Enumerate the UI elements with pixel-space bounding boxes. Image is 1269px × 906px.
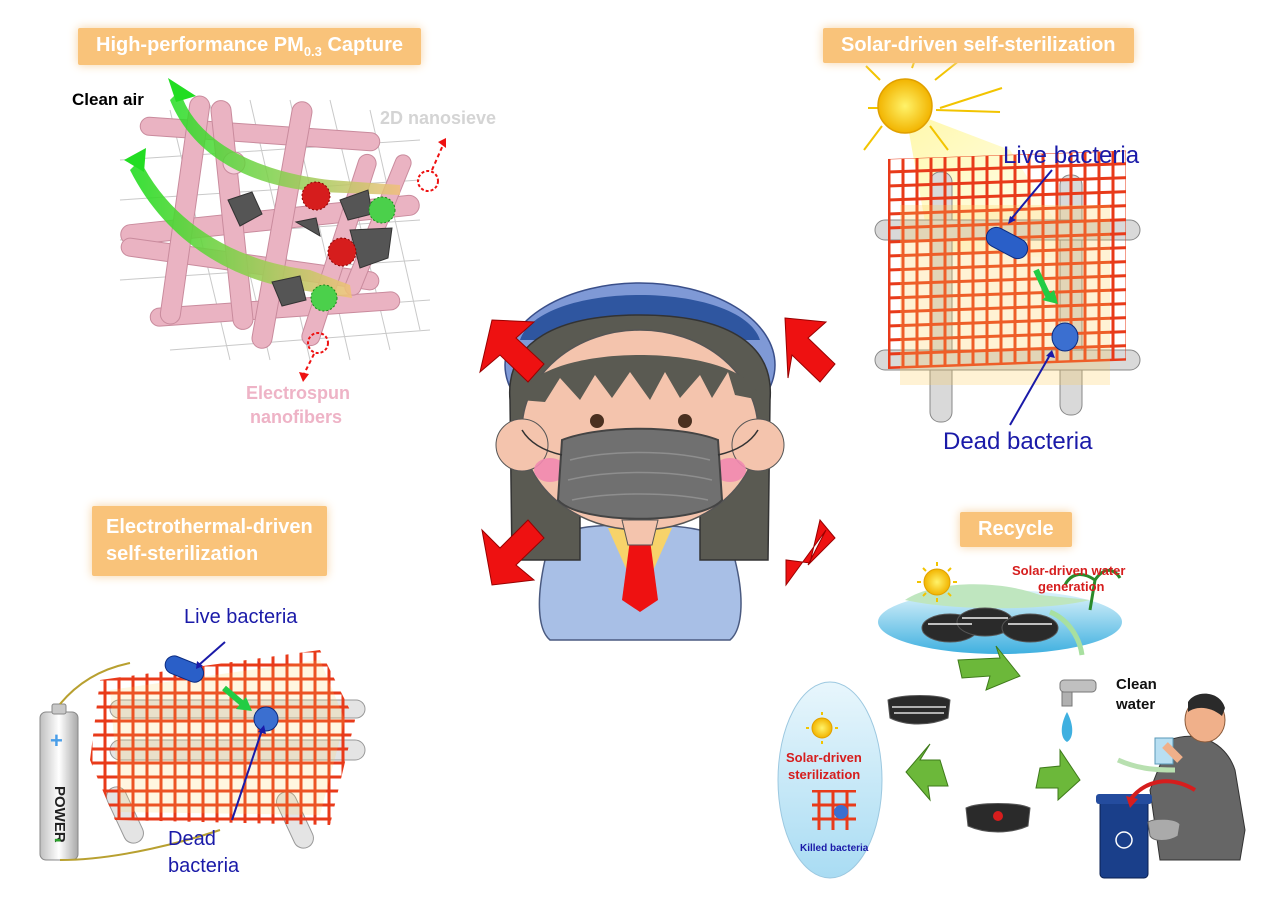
- solar-mesh-illustration: [863, 39, 1141, 426]
- recycle-title: Recycle: [960, 512, 1072, 547]
- pm-capture-title-text: High-performance PM: [96, 34, 304, 56]
- battery-minus-sign: -: [54, 826, 62, 851]
- clean-water-line1: Clean: [1116, 676, 1157, 693]
- masked-girl-illustration: [495, 282, 785, 641]
- killed-bacteria-label: Killed bacteria: [800, 843, 869, 854]
- oval-sterilization-line2: sterilization: [788, 767, 861, 782]
- electro-bacteria-label: bacteria: [168, 855, 240, 877]
- battery-plus-sign: +: [50, 728, 63, 753]
- red-arrows: [479, 317, 836, 587]
- electrothermal-title-line2: self-sterilization: [106, 543, 259, 565]
- nanosieve-label: 2D nanosieve: [380, 108, 497, 128]
- solar-sterilization-title: Solar-driven self-sterilization: [823, 28, 1134, 63]
- pm-capture-title: High-performance PM0.3 Capture: [78, 28, 422, 65]
- recycle-illustration: [777, 562, 1246, 879]
- electrospun-label: Electrospun: [246, 383, 351, 403]
- electrothermal-title: Electrothermal-driven self-sterilization: [92, 506, 327, 576]
- electro-dead-label: Dead: [168, 828, 216, 850]
- pm-capture-title-subscript: 0.3: [303, 44, 322, 59]
- clean-water-line2: water: [1116, 696, 1156, 713]
- nanofiber-illustration: [119, 78, 446, 382]
- solar-live-bacteria-label: Live bacteria: [1003, 142, 1140, 169]
- nanofibers-label: nanofibers: [250, 407, 343, 427]
- pm-capture-title-tail: Capture: [321, 34, 404, 56]
- electro-live-bacteria-label: Live bacteria: [184, 606, 298, 628]
- water-generation-line1: Solar-driven water: [1012, 563, 1126, 578]
- water-generation-line2: generation: [1038, 579, 1105, 594]
- clean-air-label: Clean air: [72, 90, 144, 109]
- electrothermal-mesh-illustration: [39, 641, 366, 861]
- electrothermal-title-line1: Electrothermal-driven: [106, 516, 313, 538]
- solar-dead-bacteria-label: Dead bacteria: [943, 428, 1093, 455]
- oval-sterilization-line1: Solar-driven: [786, 750, 862, 765]
